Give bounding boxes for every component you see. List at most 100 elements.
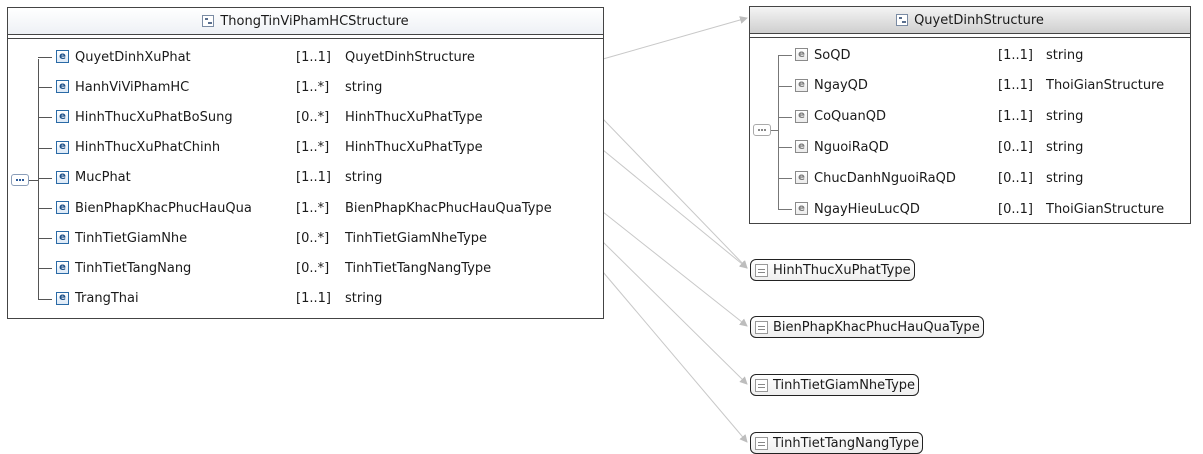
element-type: TinhTietTangNangType [345,260,492,276]
element-name: TinhTietGiamNhe [75,230,188,246]
link-giamnhe [602,241,748,385]
element-type: HinhThucXuPhatType [345,140,483,156]
element-icon: e [56,50,69,63]
tree-branch [38,87,52,89]
element-cardinality: [1..1] [296,291,331,307]
element-cardinality: [1..1] [998,78,1033,94]
element-cardinality: [1..1] [998,47,1033,63]
element-name: SoQD [814,47,851,63]
element-name: HanhViViPhamHC [75,79,190,95]
tree-branch [38,147,52,149]
type-node-label: HinhThucXuPhatType [773,262,911,278]
header-separator [8,35,603,39]
element-type: string [345,291,383,307]
simple-type-icon [755,320,768,334]
tree-branch [778,178,792,180]
element-icon: e [795,109,808,123]
element-type: string [345,79,383,95]
element-icon: e [795,78,808,92]
type-node-bienphapkhacphuchauquatype[interactable]: BienPhapKhacPhucHauQuaType [750,316,984,338]
element-type: ThoiGianStructure [1046,78,1165,94]
element-icon: e [795,48,808,61]
link-quyetdinh [602,16,748,60]
element-cardinality: [1..*] [296,140,330,156]
element-name: MucPhat [75,170,131,186]
tree-branch [778,209,792,210]
tree-branch [38,268,52,270]
sub-structure-box[interactable]: QuyetDinhStructure [749,6,1191,224]
tree-branch [778,147,792,149]
element-icon: e [795,140,808,154]
element-name: HinhThucXuPhatChinh [75,140,221,156]
tree-branch [778,85,792,87]
simple-type-icon [755,436,768,450]
element-icon: e [56,201,69,214]
element-type: string [1046,109,1084,125]
header-separator [750,34,1190,38]
element-name: NgayQD [814,78,868,94]
element-icon: e [56,80,69,94]
element-cardinality: [0..*] [296,109,330,125]
simple-type-icon [755,378,768,392]
element-icon: e [56,170,69,184]
element-cardinality: [0..1] [998,201,1033,217]
element-type: QuyetDinhStructure [345,49,475,65]
tree-branch [38,57,52,58]
element-name: HinhThucXuPhatBoSung [75,109,233,125]
element-type: ThoiGianStructure [1046,201,1165,217]
element-name: NgayHieuLucQD [814,201,920,217]
element-type: string [345,170,383,186]
sequence-icon[interactable] [753,124,771,136]
type-node-label: TinhTietGiamNheType [773,377,916,393]
element-name: BienPhapKhacPhucHauQua [75,200,252,216]
element-icon: e [795,171,808,185]
structure-icon [896,14,909,26]
element-type: string [1046,170,1084,186]
element-cardinality: [1..*] [296,79,330,95]
type-node-tinhtietgiamnhetype[interactable]: TinhTietGiamNheType [750,374,920,396]
element-icon: e [56,140,69,154]
type-node-tinhtiettangnangtype[interactable]: TinhTietTangNangType [750,432,924,454]
simple-type-icon [755,263,768,277]
tree-branch [778,116,792,118]
main-structure-title: ThongTinViPhamHCStructure [220,13,409,29]
link-hinhthuc-chinh [602,149,748,269]
link-bienphap [602,211,748,327]
element-cardinality: [0..*] [296,260,330,276]
main-structure-header[interactable]: ThongTinViPhamHCStructure [8,8,603,35]
tree-branch [38,177,52,179]
element-icon: e [56,231,69,245]
element-type: TinhTietGiamNheType [345,230,488,246]
element-name: NguoiRaQD [814,139,889,155]
main-structure-box[interactable]: ThongTinViPhamHCStructure [7,7,604,319]
main-tree-line [38,59,39,299]
element-name: TinhTietTangNang [75,260,192,276]
link-hinhthuc-bosung [602,118,748,269]
element-icon: e [56,291,69,305]
tree-branch [38,208,52,209]
element-cardinality: [1..1] [296,170,331,186]
tree-branch [38,298,52,300]
tree-branch [38,117,52,119]
element-name: ChucDanhNguoiRaQD [814,170,956,186]
element-icon: e [56,261,69,275]
structure-icon [202,15,215,27]
element-type: string [1046,139,1084,155]
type-node-hinhthucxuphattype[interactable]: HinhThucXuPhatType [750,259,915,281]
element-type: string [1046,47,1084,63]
type-node-label: BienPhapKhacPhucHauQuaType [773,319,980,335]
tree-branch [778,55,792,56]
element-icon: e [56,110,69,124]
element-name: TrangThai [75,291,139,307]
element-icon: e [795,202,808,215]
element-type: BienPhapKhacPhucHauQuaType [345,200,552,216]
sub-structure-title: QuyetDinhStructure [914,12,1044,28]
seq-connector [29,180,38,181]
sub-tree-line [778,55,779,209]
sub-structure-header[interactable]: QuyetDinhStructure [750,7,1190,34]
sequence-icon[interactable] [11,174,29,186]
element-cardinality: [1..1] [998,109,1033,125]
element-cardinality: [1..*] [296,200,330,216]
element-name: CoQuanQD [814,109,886,125]
